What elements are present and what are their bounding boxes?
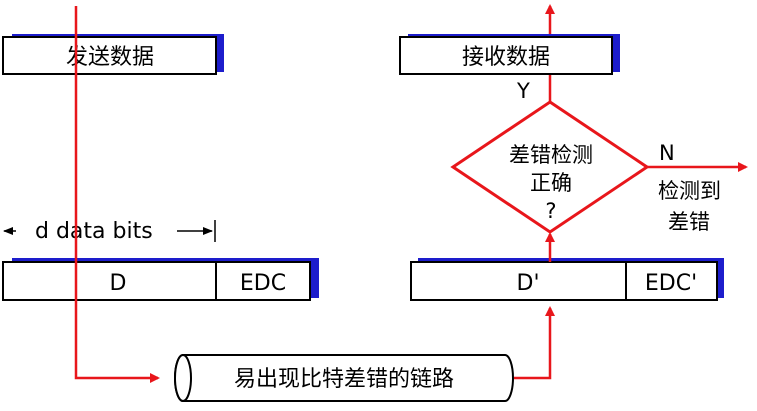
yes-label: Y xyxy=(516,79,530,103)
decision-diamond: 差错检测 正确 ? xyxy=(450,100,650,234)
error-detected-line1: 检测到 xyxy=(658,179,721,203)
decision-text-line2: 正确 xyxy=(530,171,572,195)
receiver-frame-box: D' EDC' xyxy=(410,258,724,301)
receiver-edc-cell: EDC' xyxy=(645,271,697,296)
data-bits-label: d data bits xyxy=(35,219,153,244)
receive-data-box-frame xyxy=(399,36,613,75)
error-detected-line2: 差错 xyxy=(668,210,710,234)
decision-diamond-shape xyxy=(450,100,650,234)
decision-text-line1: 差错检测 xyxy=(509,143,593,167)
link-label: 易出现比特差错的链路 xyxy=(234,367,454,392)
receive-data-label: 接收数据 xyxy=(462,45,550,70)
sender-flow-arrow xyxy=(74,6,160,383)
link-to-receiver-arrow xyxy=(514,306,555,380)
link-cylinder-end xyxy=(174,354,192,402)
sender-data-cell: D xyxy=(110,271,127,296)
no-label: N xyxy=(659,141,675,165)
receiver-frame-outline xyxy=(410,261,718,301)
sender-frame-outline xyxy=(2,261,311,301)
sender-edc-cell: EDC xyxy=(240,271,286,296)
receive-data-box: 接收数据 xyxy=(399,34,620,75)
send-data-box: 发送数据 xyxy=(2,34,224,75)
link-cylinder: 易出现比特差错的链路 xyxy=(174,354,514,402)
send-data-box-frame xyxy=(2,36,217,75)
receiver-data-cell: D' xyxy=(517,271,540,296)
send-data-label: 发送数据 xyxy=(66,45,154,70)
sender-frame-box: D EDC xyxy=(2,258,319,301)
decision-text-line3: ? xyxy=(545,199,556,223)
data-bits-span: d data bits xyxy=(3,219,216,244)
